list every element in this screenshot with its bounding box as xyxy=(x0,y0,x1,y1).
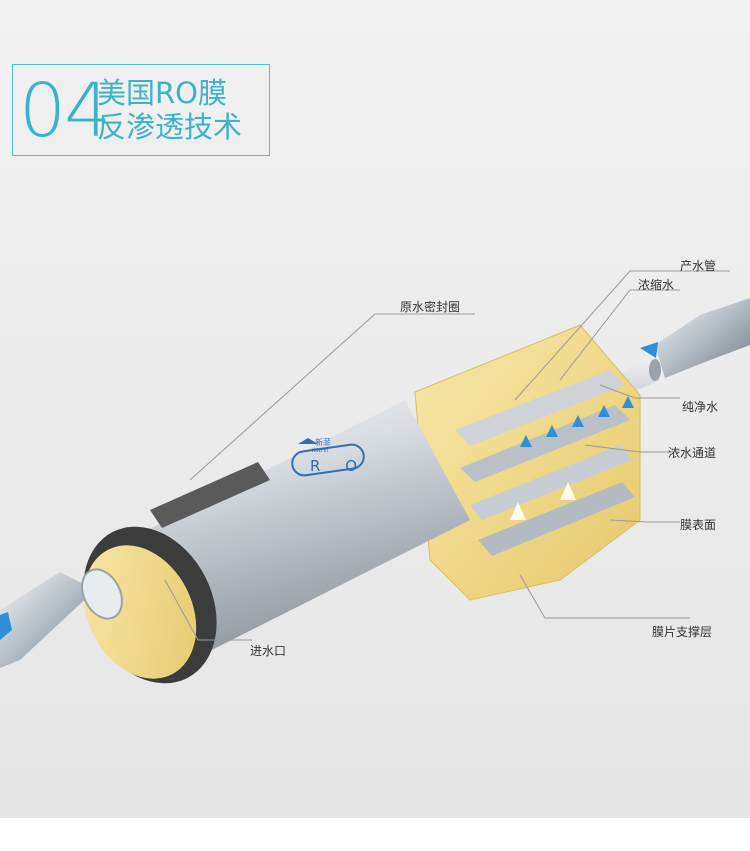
callout-concentrate-channel: 浓水通道 xyxy=(668,446,717,460)
callout-water-inlet: 进水口 xyxy=(250,644,287,658)
outlet-water-stream xyxy=(655,298,750,378)
title-line-1: 美国RO膜 xyxy=(97,76,227,110)
callout-membrane-surface: 膜表面 xyxy=(680,518,717,532)
membrane-sheets xyxy=(414,324,658,601)
ro-label-badge xyxy=(291,443,365,477)
callout-membrane-support-layer: 膜片支撑层 xyxy=(652,625,713,639)
callout-pure-water: 纯净水 xyxy=(682,400,719,414)
ro-cylinder xyxy=(81,400,470,684)
callout-lines xyxy=(164,270,730,641)
callout-concentrate: 浓缩水 xyxy=(638,278,675,292)
section-number: 04 xyxy=(19,68,111,154)
brand-logo-text: 新菲 xyxy=(315,438,331,447)
title-line-2: 反渗透技术 xyxy=(97,110,243,144)
brand-logo-subtext: XINFEI xyxy=(312,448,329,454)
flow-arrows xyxy=(520,342,658,447)
ro-label-text: R O xyxy=(310,457,367,475)
title-box: 04 美国RO膜 反渗透技术 xyxy=(12,64,270,156)
ro-membrane-diagram xyxy=(0,270,750,684)
callout-raw-water-seal: 原水密封圈 xyxy=(400,300,461,314)
inlet-water-stream xyxy=(0,572,95,668)
callout-product-water-pipe: 产水管 xyxy=(680,259,717,273)
brand-logo-icon xyxy=(298,438,318,444)
